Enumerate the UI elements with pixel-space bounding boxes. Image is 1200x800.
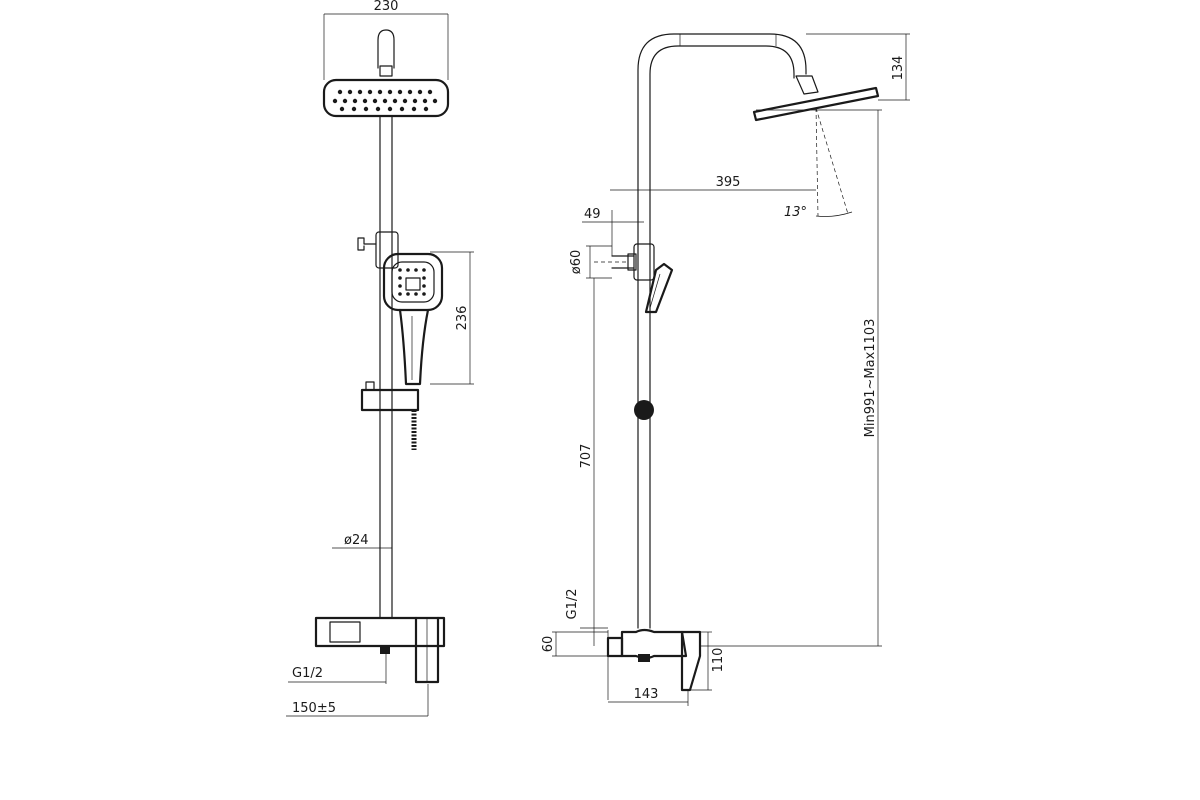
front-rain-head (322, 78, 450, 118)
side-holder-arm (611, 255, 635, 269)
side-wall-dim-label: 60 (541, 636, 556, 653)
front-rain-head-nozzles (332, 89, 438, 112)
side-slide-knob (634, 400, 654, 420)
front-dimensions: 230 236 ø24 G1/2 150±5 (286, 0, 474, 717)
front-width-dim-label: 230 (374, 0, 399, 14)
front-pipe-dim-label: ø24 (344, 533, 369, 548)
side-spray-center (815, 107, 819, 217)
side-spray-angle (815, 107, 849, 215)
front-holder-block (375, 231, 399, 269)
front-handshower-handle (398, 308, 430, 386)
front-handshower-nozzles (398, 268, 426, 296)
side-holder-cap (627, 253, 637, 271)
side-mixer-inlet (606, 636, 624, 658)
front-slide-holder (360, 388, 420, 412)
front-handshower-face (391, 261, 435, 303)
side-rain-head (752, 86, 880, 122)
side-mixer-depth-dim-label: 143 (634, 687, 659, 702)
front-view (314, 29, 450, 684)
front-handshower-dim-label: 236 (455, 306, 470, 331)
side-offset-dim-label: 49 (584, 207, 601, 222)
side-handshower (644, 262, 674, 314)
front-inlet-dim-label: G1/2 (292, 666, 323, 681)
side-slide-dim-label: 707 (579, 444, 594, 469)
side-spray-arc (815, 211, 853, 217)
side-mixer-outlet (638, 654, 650, 662)
front-slide-holder-screw (365, 381, 375, 391)
side-handshower-edge (649, 273, 661, 309)
side-total-dim-label: Min991~Max1103 (863, 319, 878, 438)
front-mixer-left-cap (329, 621, 361, 643)
front-diverter-knob (357, 237, 377, 251)
side-inlet-dim-label: G1/2 (565, 589, 580, 620)
side-top-arm-outer (637, 33, 807, 247)
side-head-swivel (795, 75, 819, 95)
front-top-arm (377, 29, 395, 69)
front-arm-connector (379, 65, 393, 77)
front-handshower-head (382, 252, 444, 312)
side-holder-dim-label: ø60 (569, 250, 584, 275)
side-reach-dim-label: 395 (716, 175, 741, 190)
side-mixer-body (620, 628, 688, 660)
side-top-arm-inner (649, 45, 795, 247)
front-handshower-center (405, 277, 421, 291)
side-wall-holder (633, 243, 655, 281)
front-mixer-outlet (380, 646, 390, 654)
side-mixer-height-dim-label: 110 (711, 648, 726, 673)
side-height-dim-label: 134 (891, 56, 906, 81)
side-mixer-lever (680, 630, 702, 692)
front-spacing-dim-label: 150±5 (292, 701, 336, 716)
side-dimensions: 134 395 13° 49 ø60 707 Min991~Max1103 G1… (541, 33, 910, 706)
side-view (594, 33, 880, 700)
side-angle-dim-label: 13° (784, 205, 807, 220)
